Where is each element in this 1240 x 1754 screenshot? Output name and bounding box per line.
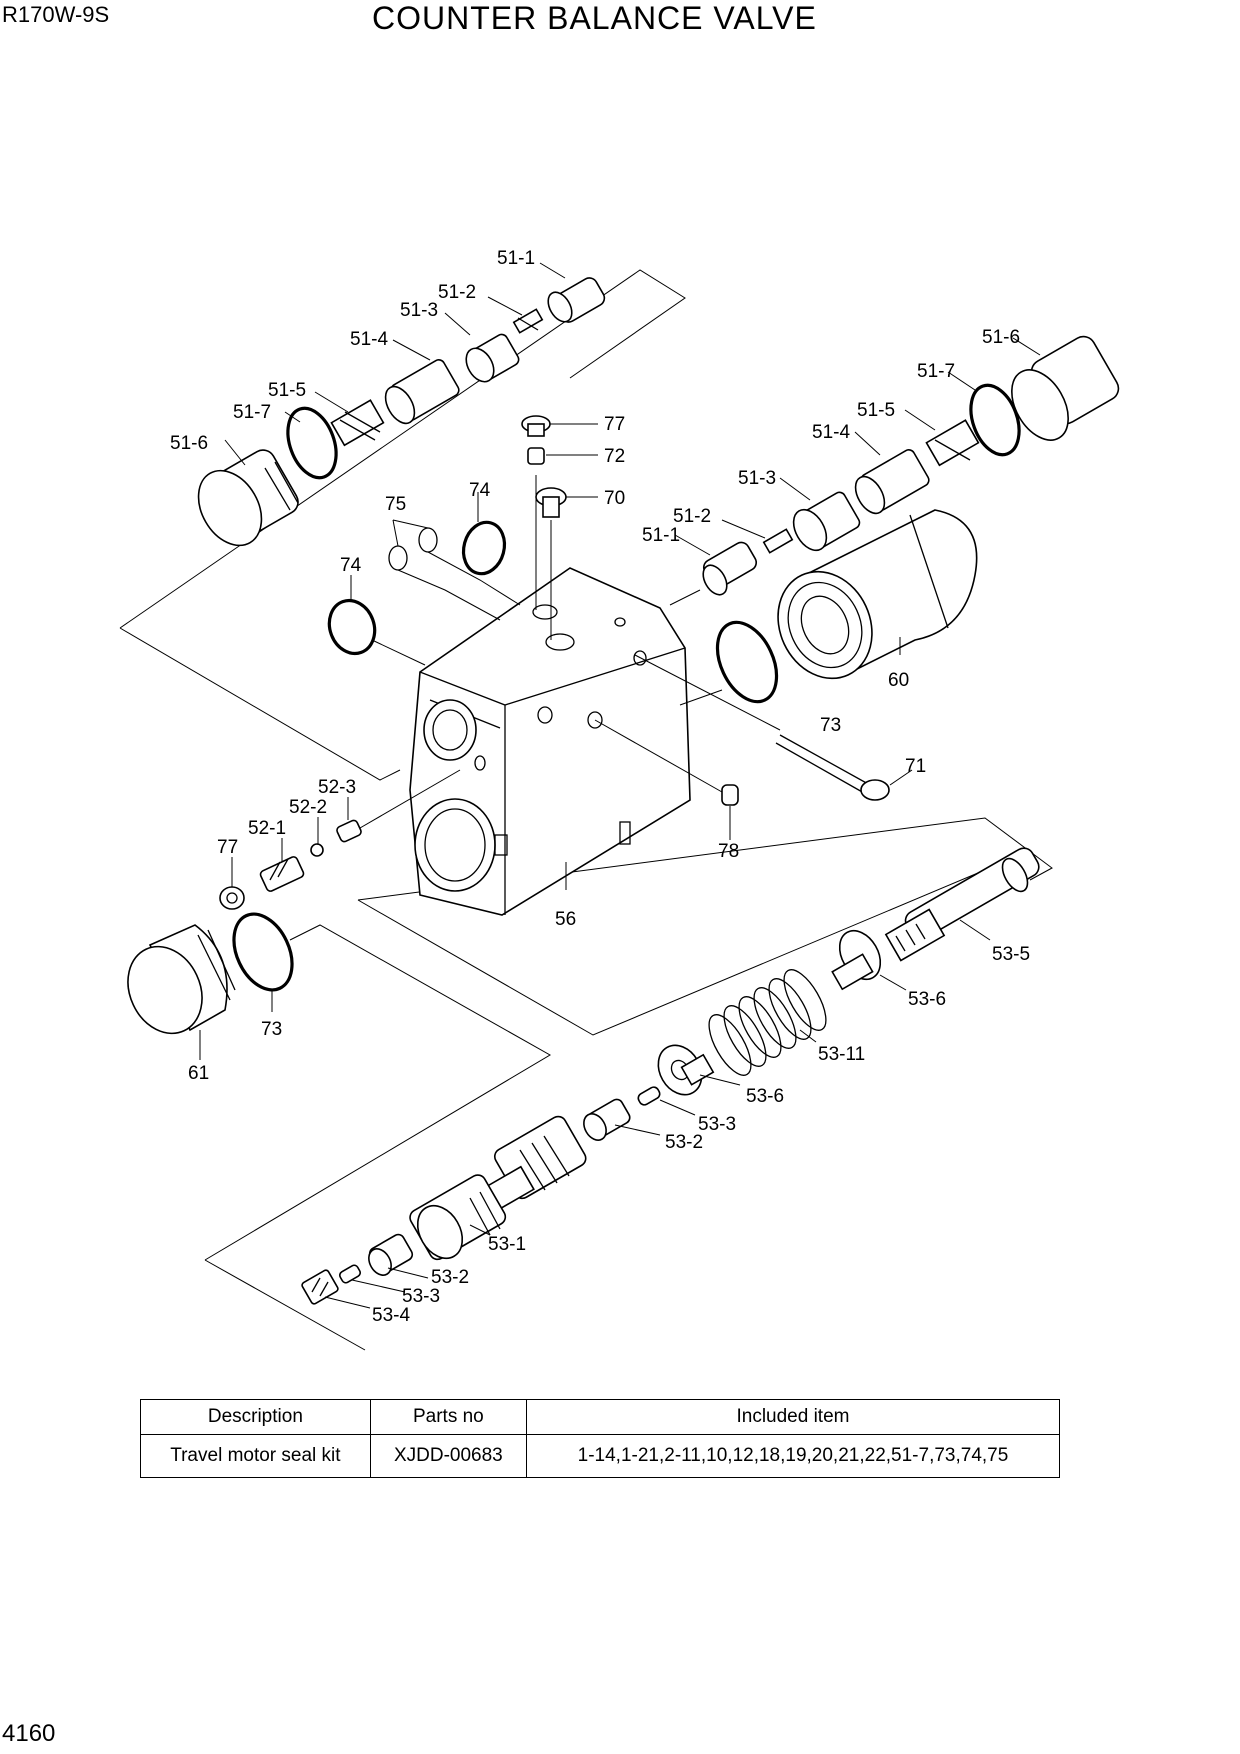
callout-51-5-top: 51-5	[268, 380, 306, 401]
callout-53-6-a: 53-6	[908, 989, 946, 1010]
plug-61	[127, 924, 236, 1060]
cell-parts-no: XJDD-00683	[369, 1434, 527, 1478]
cell-included-item: 1-14,1-21,2-11,10,12,18,19,20,21,22,51-7…	[525, 1434, 1061, 1478]
bolt-71	[775, 734, 913, 801]
callout-70: 70	[604, 488, 625, 509]
header-parts-no: Parts no	[369, 1399, 527, 1435]
callout-labels: 51-1 51-2 51-3 51-4 51-5 51-7 51-6 51-6 …	[170, 248, 1030, 1326]
cartridge-group-top-left	[197, 277, 606, 547]
callout-52-3: 52-3	[318, 777, 356, 798]
callout-71: 71	[905, 756, 926, 777]
callout-75: 75	[385, 494, 406, 515]
callout-51-5-right: 51-5	[857, 400, 895, 421]
spring-53-11	[708, 969, 827, 1076]
callout-77-left: 77	[217, 837, 238, 858]
left-small-parts	[219, 769, 461, 992]
callout-78: 78	[718, 841, 739, 862]
callout-73-left: 73	[261, 1019, 282, 1040]
spool-assembly-53	[301, 847, 1040, 1305]
callout-53-2-a: 53-2	[665, 1132, 703, 1153]
callout-53-3-a: 53-3	[698, 1114, 736, 1135]
callout-51-1-top: 51-1	[497, 248, 535, 269]
top-plugs	[327, 415, 567, 666]
group-frames	[119, 269, 1053, 1351]
model-number: R170W-9S	[2, 2, 110, 27]
valve-body-56	[409, 567, 691, 916]
page-number: 4160	[2, 1720, 56, 1747]
callout-52-2: 52-2	[289, 797, 327, 818]
callout-53-2-b: 53-2	[431, 1267, 469, 1288]
callout-51-7-top: 51-7	[233, 402, 271, 423]
callout-51-3-right: 51-3	[738, 468, 776, 489]
callout-51-4-top: 51-4	[350, 329, 388, 350]
callout-51-3-top: 51-3	[400, 300, 438, 321]
callout-51-7-right: 51-7	[917, 361, 955, 382]
callout-53-5: 53-5	[992, 944, 1030, 965]
callout-51-6-right: 51-6	[982, 327, 1020, 348]
cell-description: Travel motor seal kit	[140, 1434, 371, 1478]
callout-74-b: 74	[340, 555, 362, 576]
callout-53-3-b: 53-3	[402, 1286, 440, 1307]
callout-77-top: 77	[604, 414, 625, 435]
pin-78	[594, 719, 739, 840]
callout-60: 60	[888, 670, 909, 691]
leader-lines	[224, 262, 1041, 1309]
callout-72: 72	[604, 446, 625, 467]
callout-52-1: 52-1	[248, 818, 286, 839]
callout-51-2-right: 51-2	[673, 506, 711, 527]
cartridge-group-right	[669, 335, 1120, 606]
exploded-parts-diagram: 51-1 51-2 51-3 51-4 51-5 51-7 51-6 51-6 …	[119, 248, 1120, 1351]
callout-51-4-right: 51-4	[812, 422, 850, 443]
callout-51-1-right: 51-1	[642, 525, 680, 546]
sleeve-60	[634, 509, 978, 731]
callout-56: 56	[555, 909, 576, 930]
callout-53-11: 53-11	[818, 1044, 865, 1065]
header-description: Description	[140, 1399, 371, 1435]
callout-51-2-top: 51-2	[438, 282, 476, 303]
callout-53-1: 53-1	[488, 1234, 526, 1255]
header-included-item: Included item	[525, 1399, 1061, 1435]
callout-74-a: 74	[469, 480, 491, 501]
table-header-row: Description Parts no Included item	[140, 1399, 1061, 1435]
seal-kit-table: Description Parts no Included item Trave…	[140, 1399, 1061, 1478]
callout-73-right: 73	[820, 715, 841, 736]
callout-53-6-b: 53-6	[746, 1086, 784, 1107]
callout-61: 61	[188, 1063, 209, 1084]
table-row: Travel motor seal kit XJDD-00683 1-14,1-…	[140, 1434, 1061, 1478]
callout-53-4: 53-4	[372, 1305, 410, 1326]
callout-51-6-top: 51-6	[170, 433, 208, 454]
page-title: COUNTER BALANCE VALVE	[372, 0, 817, 36]
